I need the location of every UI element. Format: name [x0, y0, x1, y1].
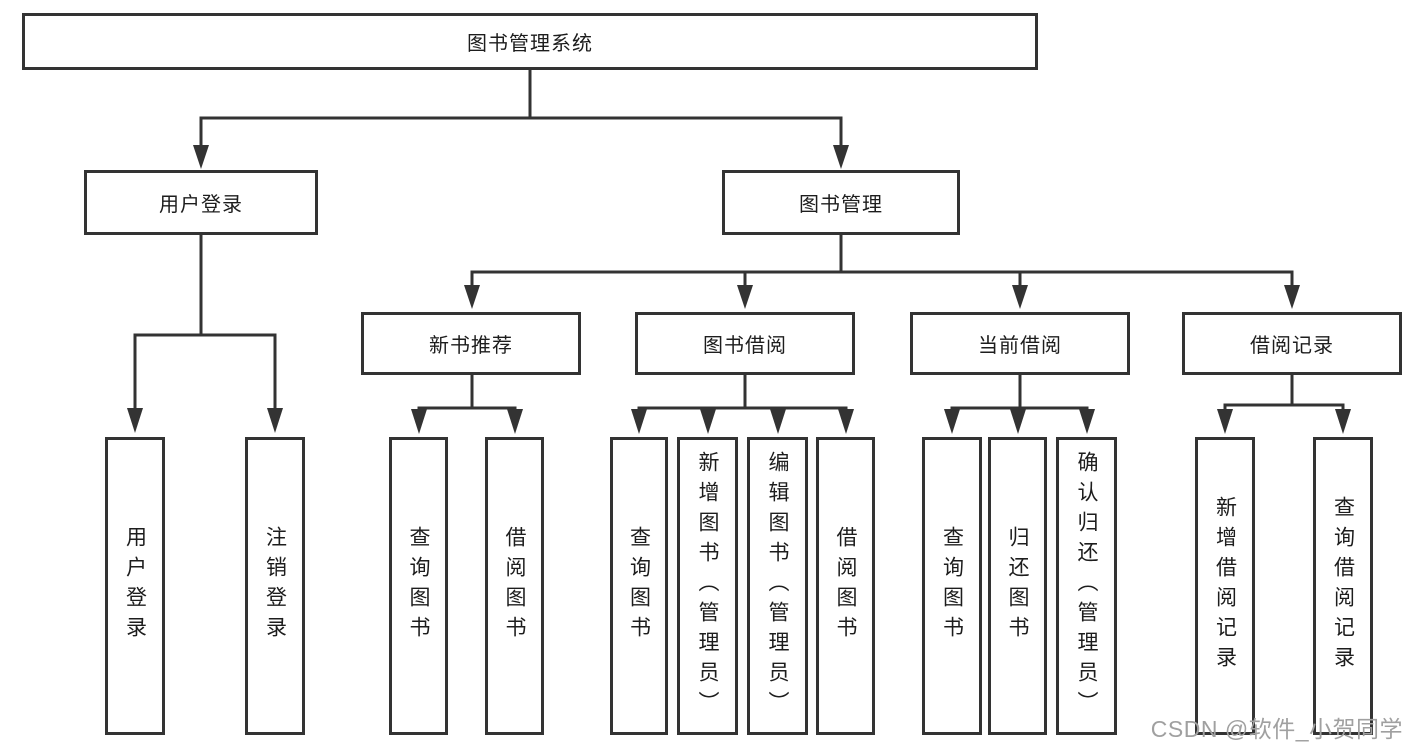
node-library-management-system-label: 图书管理系统 — [467, 33, 593, 55]
node-book-management-label: 图书管理 — [799, 194, 883, 216]
arrowhead-book-borrow-leaf-1 — [631, 409, 647, 434]
leaf-return-books: 归还图书 — [988, 437, 1047, 735]
leaf-query-books-2: 查询图书 — [610, 437, 668, 735]
leaf-user-login-label: 用户登录 — [123, 526, 147, 646]
arrowhead-current-borrow-leaf-3 — [1079, 409, 1095, 434]
edges-user-login-to-leaves — [127, 233, 283, 433]
leaf-confirm-return-admin: 确认归还（管理员） — [1056, 437, 1117, 735]
edges-book-management-to-level3 — [464, 233, 1300, 309]
leaf-confirm-return-admin-label: 确认归还（管理员） — [1075, 451, 1098, 721]
edge-lines-user-login — [133, 233, 277, 412]
leaf-borrow-books-1: 借阅图书 — [485, 437, 544, 735]
edge-lines-book-management — [470, 233, 1294, 289]
leaf-query-borrow-record: 查询借阅记录 — [1313, 437, 1373, 735]
leaf-return-books-label: 归还图书 — [1006, 526, 1029, 646]
edge-lines-borrow-records — [1223, 373, 1345, 413]
node-borrow-records-label: 借阅记录 — [1250, 335, 1334, 357]
edges-book-borrow-to-leaves — [631, 373, 854, 434]
leaf-add-borrow-record: 新增借阅记录 — [1195, 437, 1255, 735]
leaf-user-login: 用户登录 — [105, 437, 165, 735]
edges-root-to-level2 — [193, 68, 849, 169]
arrowhead-to-leaf-user-login — [127, 408, 143, 433]
leaf-query-books-3: 查询图书 — [922, 437, 982, 735]
arrowhead-book-borrow-leaf-2 — [700, 409, 716, 434]
arrowhead-new-book-leaf-2 — [507, 409, 523, 434]
leaf-query-borrow-record-label: 查询借阅记录 — [1331, 496, 1355, 676]
leaf-query-books-2-label: 查询图书 — [627, 526, 651, 646]
edge-lines-root — [199, 68, 843, 149]
arrowhead-to-new-book — [464, 285, 480, 309]
leaf-borrow-books-1-label: 借阅图书 — [503, 526, 526, 646]
node-book-borrow: 图书借阅 — [635, 312, 855, 375]
edges-current-borrow-to-leaves — [944, 373, 1095, 434]
arrowhead-new-book-leaf-1 — [411, 409, 427, 434]
edge-lines-book-borrow — [637, 373, 848, 413]
node-current-borrow-label: 当前借阅 — [978, 335, 1062, 357]
arrowhead-to-leaf-logout — [267, 408, 283, 433]
edge-lines-current-borrow — [950, 373, 1089, 413]
node-new-book-recommend-label: 新书推荐 — [429, 335, 513, 357]
arrowhead-to-borrow-records — [1284, 285, 1300, 309]
csdn-watermark: CSDN @软件_小贺同学 — [1150, 716, 1403, 742]
leaf-borrow-books-2-label: 借阅图书 — [834, 526, 857, 646]
arrowhead-to-book-management — [833, 145, 849, 169]
node-user-login-label: 用户登录 — [159, 194, 243, 216]
leaf-edit-books-admin: 编辑图书（管理员） — [747, 437, 808, 735]
leaf-query-books-1-label: 查询图书 — [407, 526, 430, 646]
leaf-add-books-admin-label: 新增图书（管理员） — [696, 451, 719, 721]
leaf-logout-label: 注销登录 — [263, 526, 287, 646]
edges-borrow-records-to-leaves — [1217, 373, 1351, 434]
arrowhead-to-book-borrow — [737, 285, 753, 309]
node-user-login: 用户登录 — [84, 170, 318, 235]
leaf-query-books-3-label: 查询图书 — [940, 526, 964, 646]
node-book-management: 图书管理 — [722, 170, 960, 235]
arrowhead-book-borrow-leaf-4 — [838, 409, 854, 434]
arrowhead-current-borrow-leaf-2 — [1010, 409, 1026, 434]
arrowhead-to-current-borrow — [1012, 285, 1028, 309]
arrowhead-borrow-records-leaf-2 — [1335, 409, 1351, 434]
arrowhead-current-borrow-leaf-1 — [944, 409, 960, 434]
leaf-borrow-books-2: 借阅图书 — [816, 437, 875, 735]
arrowhead-borrow-records-leaf-1 — [1217, 409, 1233, 434]
leaf-edit-books-admin-label: 编辑图书（管理员） — [766, 451, 789, 721]
node-borrow-records: 借阅记录 — [1182, 312, 1402, 375]
leaf-add-books-admin: 新增图书（管理员） — [677, 437, 738, 735]
leaf-logout: 注销登录 — [245, 437, 305, 735]
node-new-book-recommend: 新书推荐 — [361, 312, 581, 375]
node-book-borrow-label: 图书借阅 — [703, 335, 787, 357]
arrowhead-book-borrow-leaf-3 — [770, 409, 786, 434]
edge-lines-new-book — [417, 373, 517, 413]
arrowhead-to-user-login — [193, 145, 209, 169]
leaf-add-borrow-record-label: 新增借阅记录 — [1213, 496, 1237, 676]
node-current-borrow: 当前借阅 — [910, 312, 1130, 375]
leaf-query-books-1: 查询图书 — [389, 437, 448, 735]
edges-new-book-to-leaves — [411, 373, 523, 434]
node-library-management-system: 图书管理系统 — [22, 13, 1038, 70]
